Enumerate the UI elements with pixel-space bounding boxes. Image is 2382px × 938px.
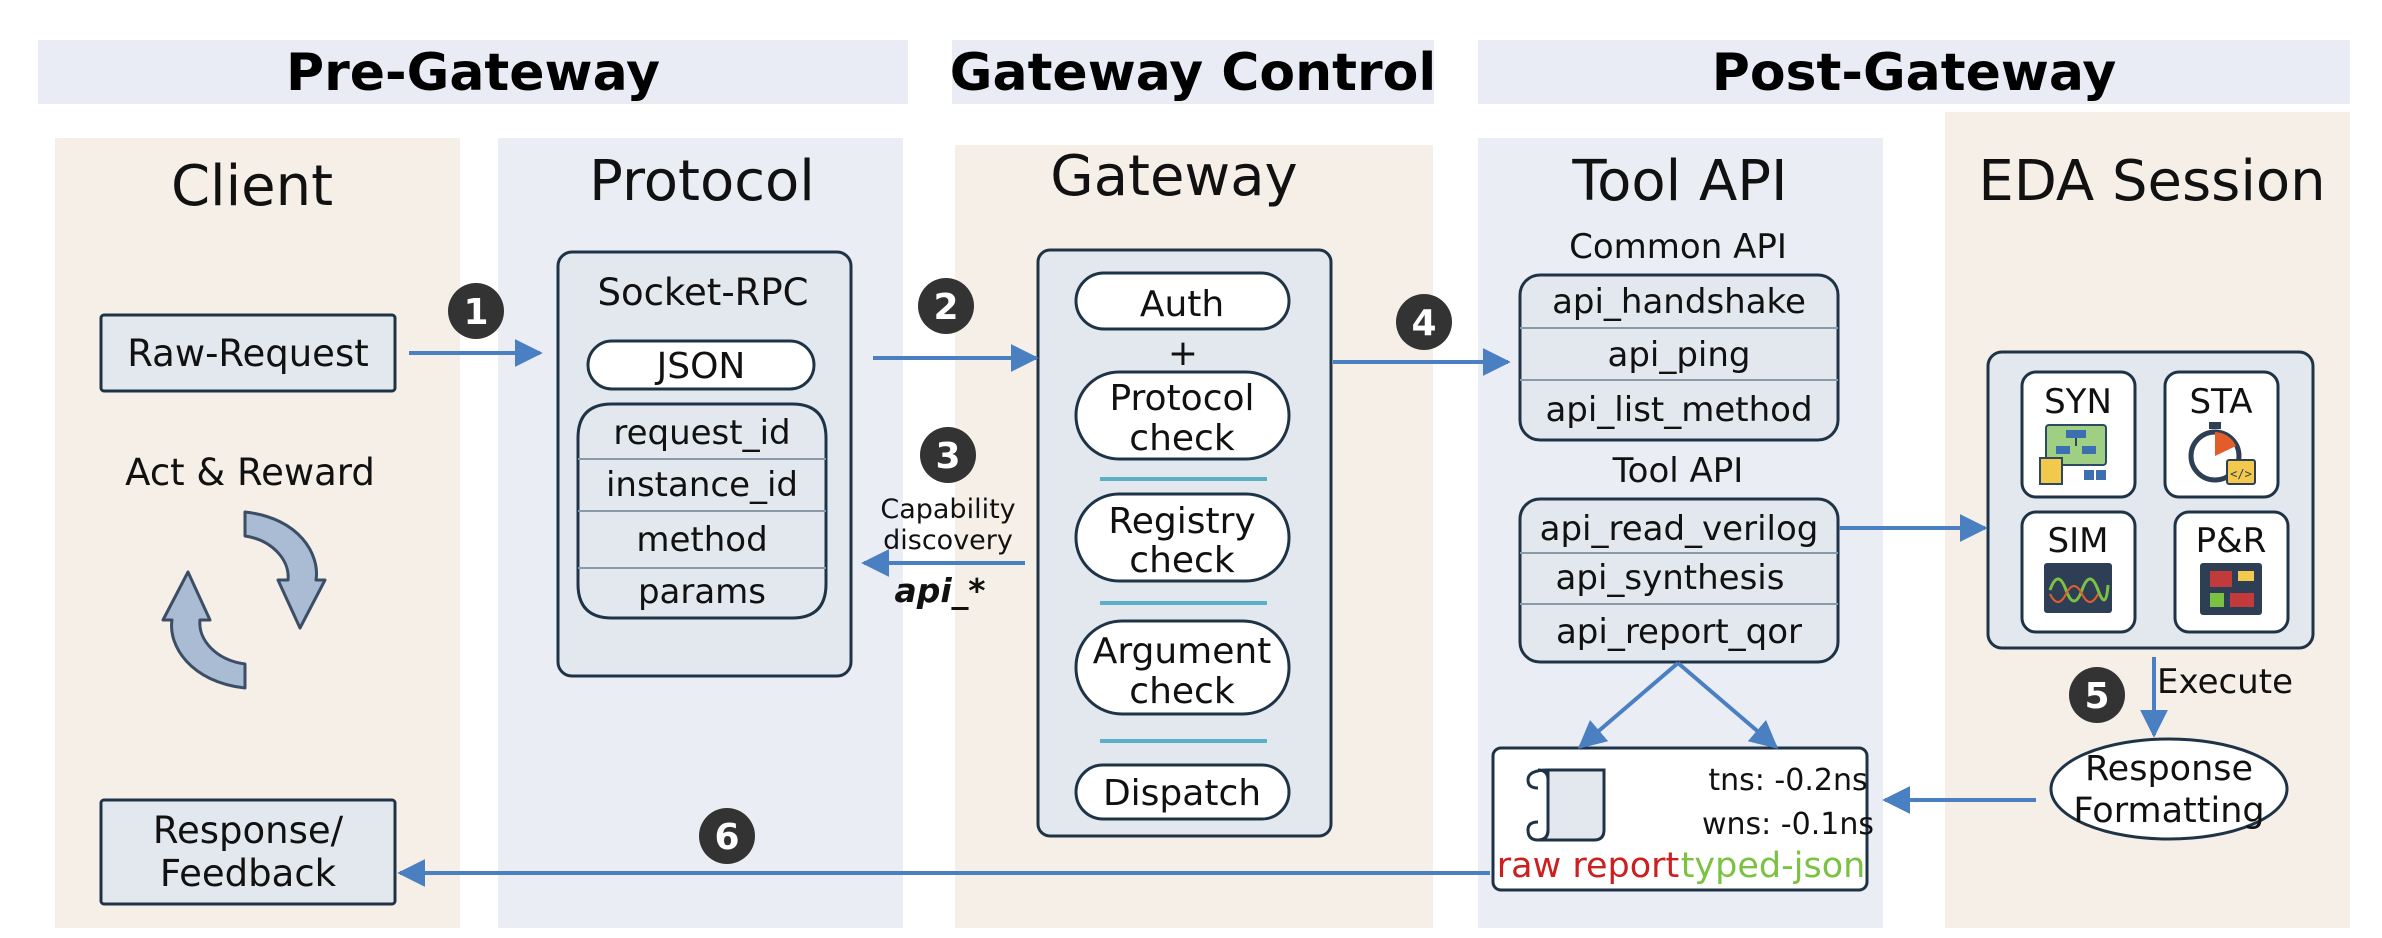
raw-request-label: Raw-Request	[127, 332, 368, 375]
stopwatch-icon: </>	[2188, 422, 2256, 485]
auth-pill	[1074, 271, 1291, 331]
dispatch-label: Dispatch	[1103, 773, 1261, 814]
auth-plus: +	[1168, 333, 1198, 374]
step-badge-4: 4	[1396, 294, 1452, 350]
registry-check-line2: check	[1129, 540, 1235, 581]
field-method: method	[636, 520, 767, 560]
sta-label: STA	[2190, 382, 2253, 422]
argument-check-pill	[1074, 619, 1291, 716]
scroll-document-icon	[1526, 768, 1606, 842]
header-control: Gateway Control	[950, 43, 1436, 103]
svg-text:</>: </>	[2230, 467, 2252, 481]
common-api-stack	[1518, 273, 1840, 442]
capability-line2: discovery	[883, 525, 1013, 556]
eda-title: EDA Session	[1978, 149, 2325, 214]
client-title: Client	[171, 154, 333, 219]
response-label-line1: Response/	[153, 809, 344, 852]
raw-report-label: raw report	[1497, 846, 1680, 886]
capability-line1: Capability	[880, 494, 1015, 525]
header-bar-pre	[38, 40, 908, 104]
protocol-check-line2: check	[1129, 418, 1235, 459]
field-params: params	[638, 572, 766, 612]
protocol-check-line1: Protocol	[1109, 378, 1254, 419]
field-instance-id: instance_id	[606, 465, 798, 505]
api-report-qor: api_report_qor	[1556, 612, 1802, 652]
typed-json-label: typed-json	[1681, 846, 1866, 886]
auth-label: Auth	[1140, 284, 1224, 325]
registry-check-pill	[1074, 492, 1291, 583]
step-badge-3: 3	[920, 427, 976, 483]
header-bar-post	[1478, 40, 2350, 104]
act-reward-label: Act & Reward	[125, 451, 375, 494]
tool-api-title: Tool API	[1571, 149, 1787, 214]
argument-check-line2: check	[1129, 671, 1235, 712]
svg-text:5: 5	[2084, 676, 2109, 717]
api-list-method: api_list_method	[1545, 390, 1812, 430]
formatting-line2: Formatting	[2073, 791, 2264, 831]
dispatch-pill	[1074, 763, 1291, 821]
registry-check-line1: Registry	[1108, 501, 1255, 542]
header-post: Post-Gateway	[1712, 43, 2117, 103]
protocol-check-pill	[1074, 370, 1291, 461]
step-badge-1: 1	[448, 283, 504, 339]
api-handshake: api_handshake	[1552, 282, 1806, 322]
pnr-label: P&R	[2196, 521, 2267, 561]
protocol-title: Protocol	[589, 149, 815, 214]
json-pill	[586, 339, 816, 391]
report-tns: tns: -0.2ns	[1708, 763, 1867, 798]
step-badge-5: 5	[2069, 667, 2125, 723]
svg-text:1: 1	[463, 292, 488, 333]
raw-request-box	[99, 313, 397, 393]
syn-label: SYN	[2044, 382, 2112, 422]
svg-text:6: 6	[714, 817, 739, 858]
common-api-label: Common API	[1569, 227, 1787, 267]
api-read-verilog: api_read_verilog	[1540, 509, 1819, 549]
step-badge-2: 2	[918, 278, 974, 334]
header-bar-control	[952, 40, 1434, 104]
formatting-line1: Response	[2085, 749, 2253, 789]
json-label: JSON	[655, 346, 746, 387]
svg-text:2: 2	[933, 287, 958, 328]
api-ping: api_ping	[1607, 335, 1750, 375]
step-badge-6: 6	[699, 808, 755, 864]
chip-layout-icon	[2200, 563, 2262, 615]
execute-label: Execute	[2157, 662, 2293, 702]
request-fields-stack	[576, 402, 828, 620]
header-pre: Pre-Gateway	[286, 43, 660, 103]
response-formatting-pill	[2049, 737, 2289, 841]
socket-rpc-label: Socket-RPC	[597, 271, 808, 314]
synthesis-icon	[2039, 424, 2107, 485]
cycle-arrows-icon	[161, 510, 327, 690]
response-feedback-box	[99, 798, 397, 906]
response-label-line2: Feedback	[160, 852, 337, 895]
waveform-monitor-icon	[2044, 563, 2112, 613]
field-request-id: request_id	[613, 413, 790, 453]
flow-arrows	[397, 339, 2168, 887]
svg-text:3: 3	[935, 436, 960, 477]
gateway-title: Gateway	[1050, 144, 1297, 209]
sim-label: SIM	[2048, 521, 2109, 561]
capability-api: api_*	[895, 571, 986, 610]
argument-check-line1: Argument	[1093, 631, 1272, 672]
arrow-api-to-raw	[1577, 661, 1680, 749]
report-wns: wns: -0.1ns	[1702, 807, 1874, 842]
api-synthesis: api_synthesis	[1556, 558, 1785, 598]
tool-api-label: Tool API	[1612, 451, 1744, 491]
arrow-api-to-typed	[1676, 661, 1779, 749]
svg-text:4: 4	[1411, 303, 1436, 344]
